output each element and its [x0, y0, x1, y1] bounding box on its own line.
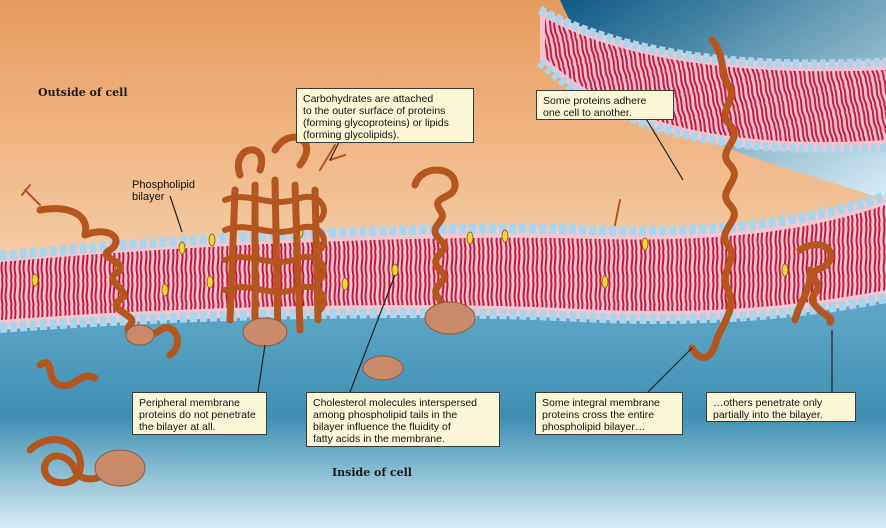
integral-callout: Some integral membrane proteins cross th…: [535, 392, 683, 435]
callout-line: the bilayer at all.: [139, 421, 260, 433]
inside-of-cell-label: Inside of cell: [332, 466, 412, 479]
adhere-callout: Some proteins adhere one cell to another…: [536, 90, 674, 120]
partial-callout: …others penetrate only partially into th…: [706, 392, 856, 422]
outside-of-cell-label: Outside of cell: [38, 86, 128, 99]
peripheral-callout: Peripheral membrane proteins do not pene…: [132, 392, 267, 435]
phospholipid-label-line: Phospholipid: [132, 179, 195, 191]
carbohydrates-callout: Carbohydrates are attached to the outer …: [296, 88, 474, 143]
callout-line: Peripheral membrane: [139, 397, 260, 409]
callout-line: partially into the bilayer.: [713, 409, 849, 421]
callout-line: one cell to another.: [543, 107, 667, 119]
callout-line: proteins do not penetrate: [139, 409, 260, 421]
phospholipid-bilayer-label: Phospholipid bilayer: [132, 179, 195, 203]
callout-line: …others penetrate only: [713, 397, 849, 409]
callout-line: fatty acids in the membrane.: [313, 433, 493, 445]
callout-line: Some integral membrane: [542, 397, 676, 409]
callout-line: bilayer influence the fluidity of: [313, 421, 493, 433]
callout-line: Cholesterol molecules interspersed: [313, 397, 493, 409]
callout-line: (forming glycoproteins) or lipids: [303, 117, 467, 129]
phospholipid-label-line: bilayer: [132, 191, 195, 203]
callout-line: among phospholipid tails in the: [313, 409, 493, 421]
callout-line: (forming glycolipids).: [303, 129, 467, 141]
callout-line: Carbohydrates are attached: [303, 93, 467, 105]
callout-line: Some proteins adhere: [543, 95, 667, 107]
callout-line: to the outer surface of proteins: [303, 105, 467, 117]
cholesterol-callout: Cholesterol molecules interspersed among…: [306, 392, 500, 447]
callout-line: phospholipid bilayer…: [542, 421, 676, 433]
callout-line: proteins cross the entire: [542, 409, 676, 421]
